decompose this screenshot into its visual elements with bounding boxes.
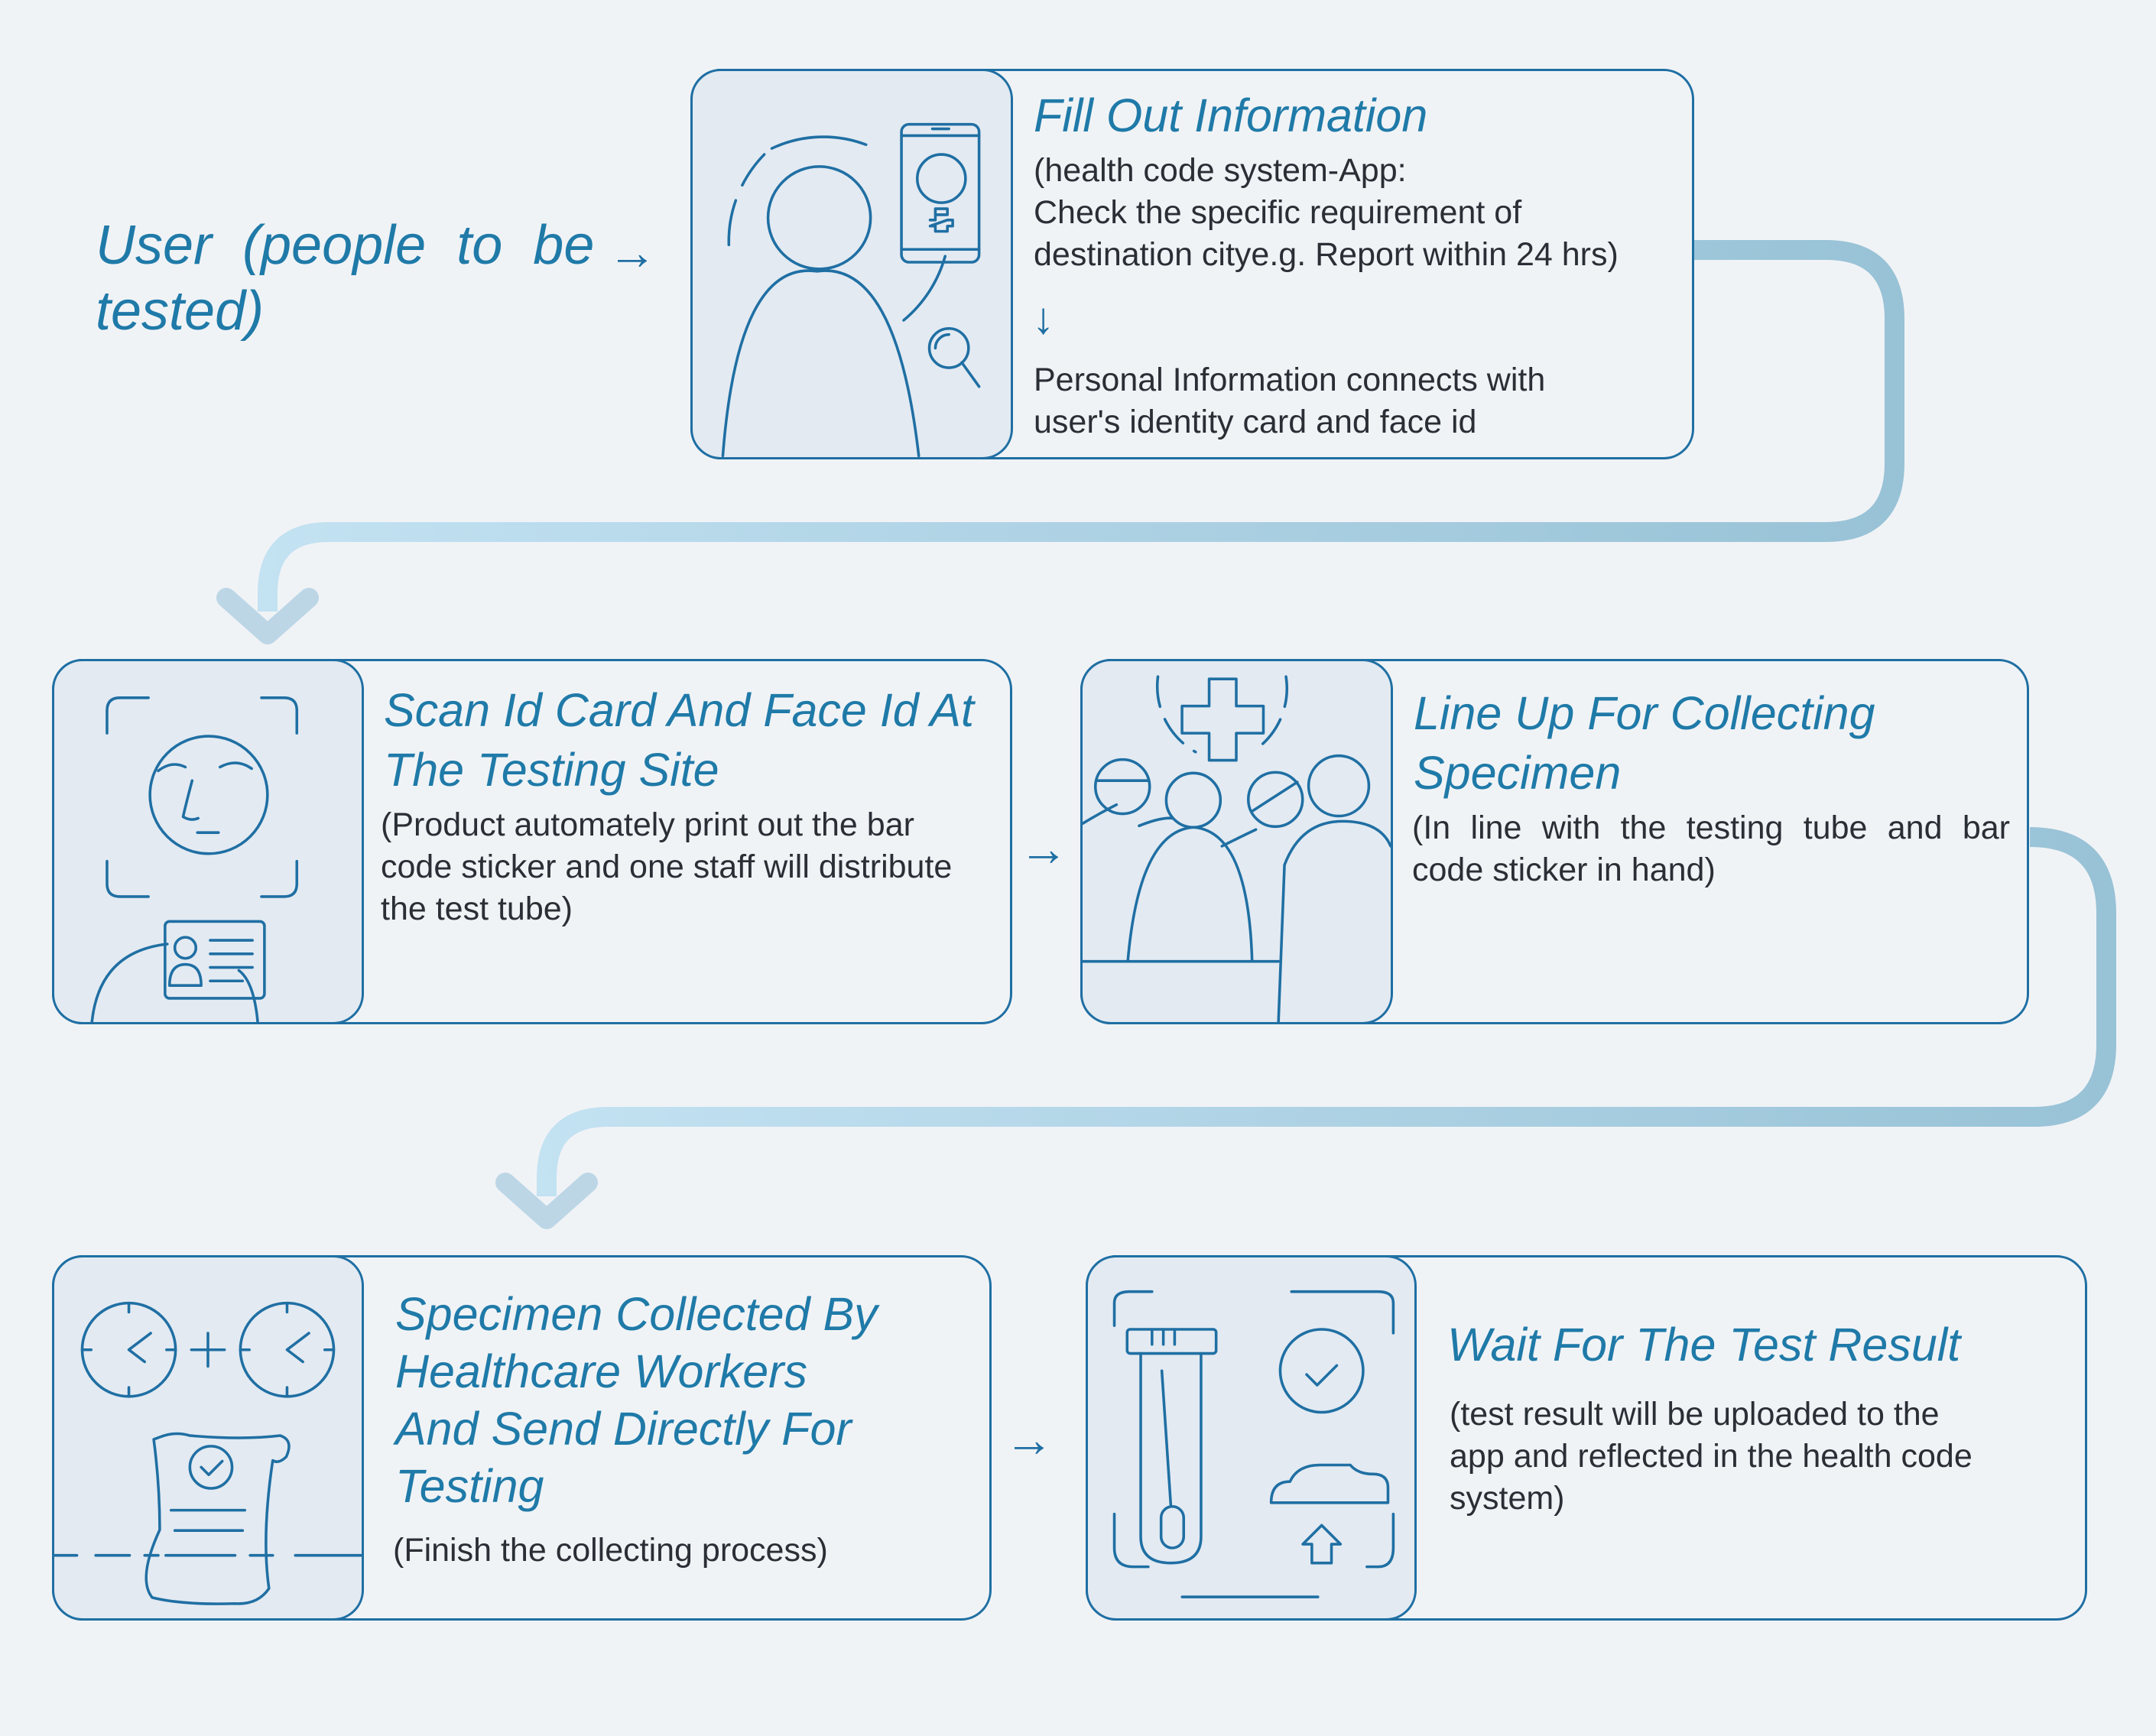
title-line: The Testing Site [384, 744, 719, 796]
user-label-line1: User (people to be [96, 215, 595, 276]
title-line: Scan Id Card And Face Id At [384, 684, 974, 736]
step-fill-out-information-desc-2: Personal Information connects with user'… [1034, 359, 1676, 443]
desc-line: (health code system-App: [1034, 152, 1407, 189]
arrow-2-to-3-icon: → [1019, 821, 1068, 876]
user-label: User (people to be tested) [96, 213, 600, 344]
face-scan-id-card-icon [90, 696, 299, 1022]
desc-line: user's identity card and face id [1034, 404, 1477, 440]
step-wait-result-title: Wait For The Test Result [1447, 1319, 1961, 1371]
step-wait-result-icon-panel [1086, 1255, 1417, 1621]
step-wait-result-desc: (test result will be uploaded to the app… [1450, 1394, 2061, 1520]
desc-line: Personal Information connects with [1034, 362, 1546, 398]
step-line-up-icon-panel [1080, 659, 1393, 1024]
title-line: Line Up For Collecting [1414, 687, 1875, 739]
step-specimen-collected-icon-panel [52, 1255, 364, 1621]
step-fill-out-information-title: Fill Out Information [1034, 89, 1428, 141]
user-label-line2: tested) [96, 281, 265, 342]
flow-arrowhead-2 [495, 1173, 598, 1229]
step-scan-id-icon-panel [52, 659, 364, 1024]
desc-line: code sticker in hand) [1412, 852, 1716, 888]
desc-line: (Finish the collecting process) [393, 1532, 828, 1569]
title-line: Specimen [1414, 747, 1622, 799]
desc-line: code sticker and one staff will distribu… [381, 849, 953, 885]
flow-line-3-to-4 [537, 827, 2116, 1196]
step-specimen-collected-desc: (Finish the collecting process) [393, 1530, 974, 1572]
desc-line: Check the specific requirement of [1034, 194, 1522, 231]
title-line: Testing [395, 1460, 544, 1512]
title-line: Specimen Collected By [395, 1288, 878, 1340]
step-scan-id-title: Scan Id Card And Face Id At The Testing … [384, 680, 974, 800]
desc-line: system) [1450, 1480, 1565, 1517]
step-scan-id-desc: (Product automately print out the bar co… [381, 804, 1008, 930]
arrow-4-to-5-icon: → [1005, 1412, 1054, 1467]
title-line: And Send Directly For [395, 1403, 852, 1455]
desc-line: the test tube) [381, 891, 573, 927]
step-fill-out-information-desc: (health code system-App: Check the speci… [1034, 150, 1676, 276]
person-phone-icon [721, 122, 981, 457]
user-arrow-icon: → [608, 225, 657, 280]
title-line: Healthcare Workers [395, 1345, 807, 1397]
desc-line: (In line with the testing tube and bar [1412, 810, 2010, 846]
clocks-document-icon [54, 1301, 362, 1605]
step-fill-out-information-icon-panel [690, 69, 1013, 459]
test-tube-upload-icon [1112, 1290, 1395, 1598]
step-specimen-collected-title: Specimen Collected By Healthcare Workers… [395, 1286, 878, 1515]
queue-people-medical-icon [1083, 675, 1391, 1022]
desc-line: (Product automately print out the bar [381, 806, 914, 843]
desc-line: destination citye.g. Report within 24 hr… [1034, 236, 1619, 273]
flow-line-1-to-2 [258, 240, 1904, 612]
desc-line: (test result will be uploaded to the [1450, 1396, 1940, 1433]
flow-arrowhead-1 [216, 588, 319, 644]
down-arrow-icon: ↓ [1032, 294, 1054, 343]
step-line-up-title: Line Up For Collecting Specimen [1414, 683, 1875, 803]
step-line-up-desc: (In line with the testing tube and bar c… [1412, 807, 2010, 891]
desc-line: app and reflected in the health code [1450, 1438, 1973, 1475]
